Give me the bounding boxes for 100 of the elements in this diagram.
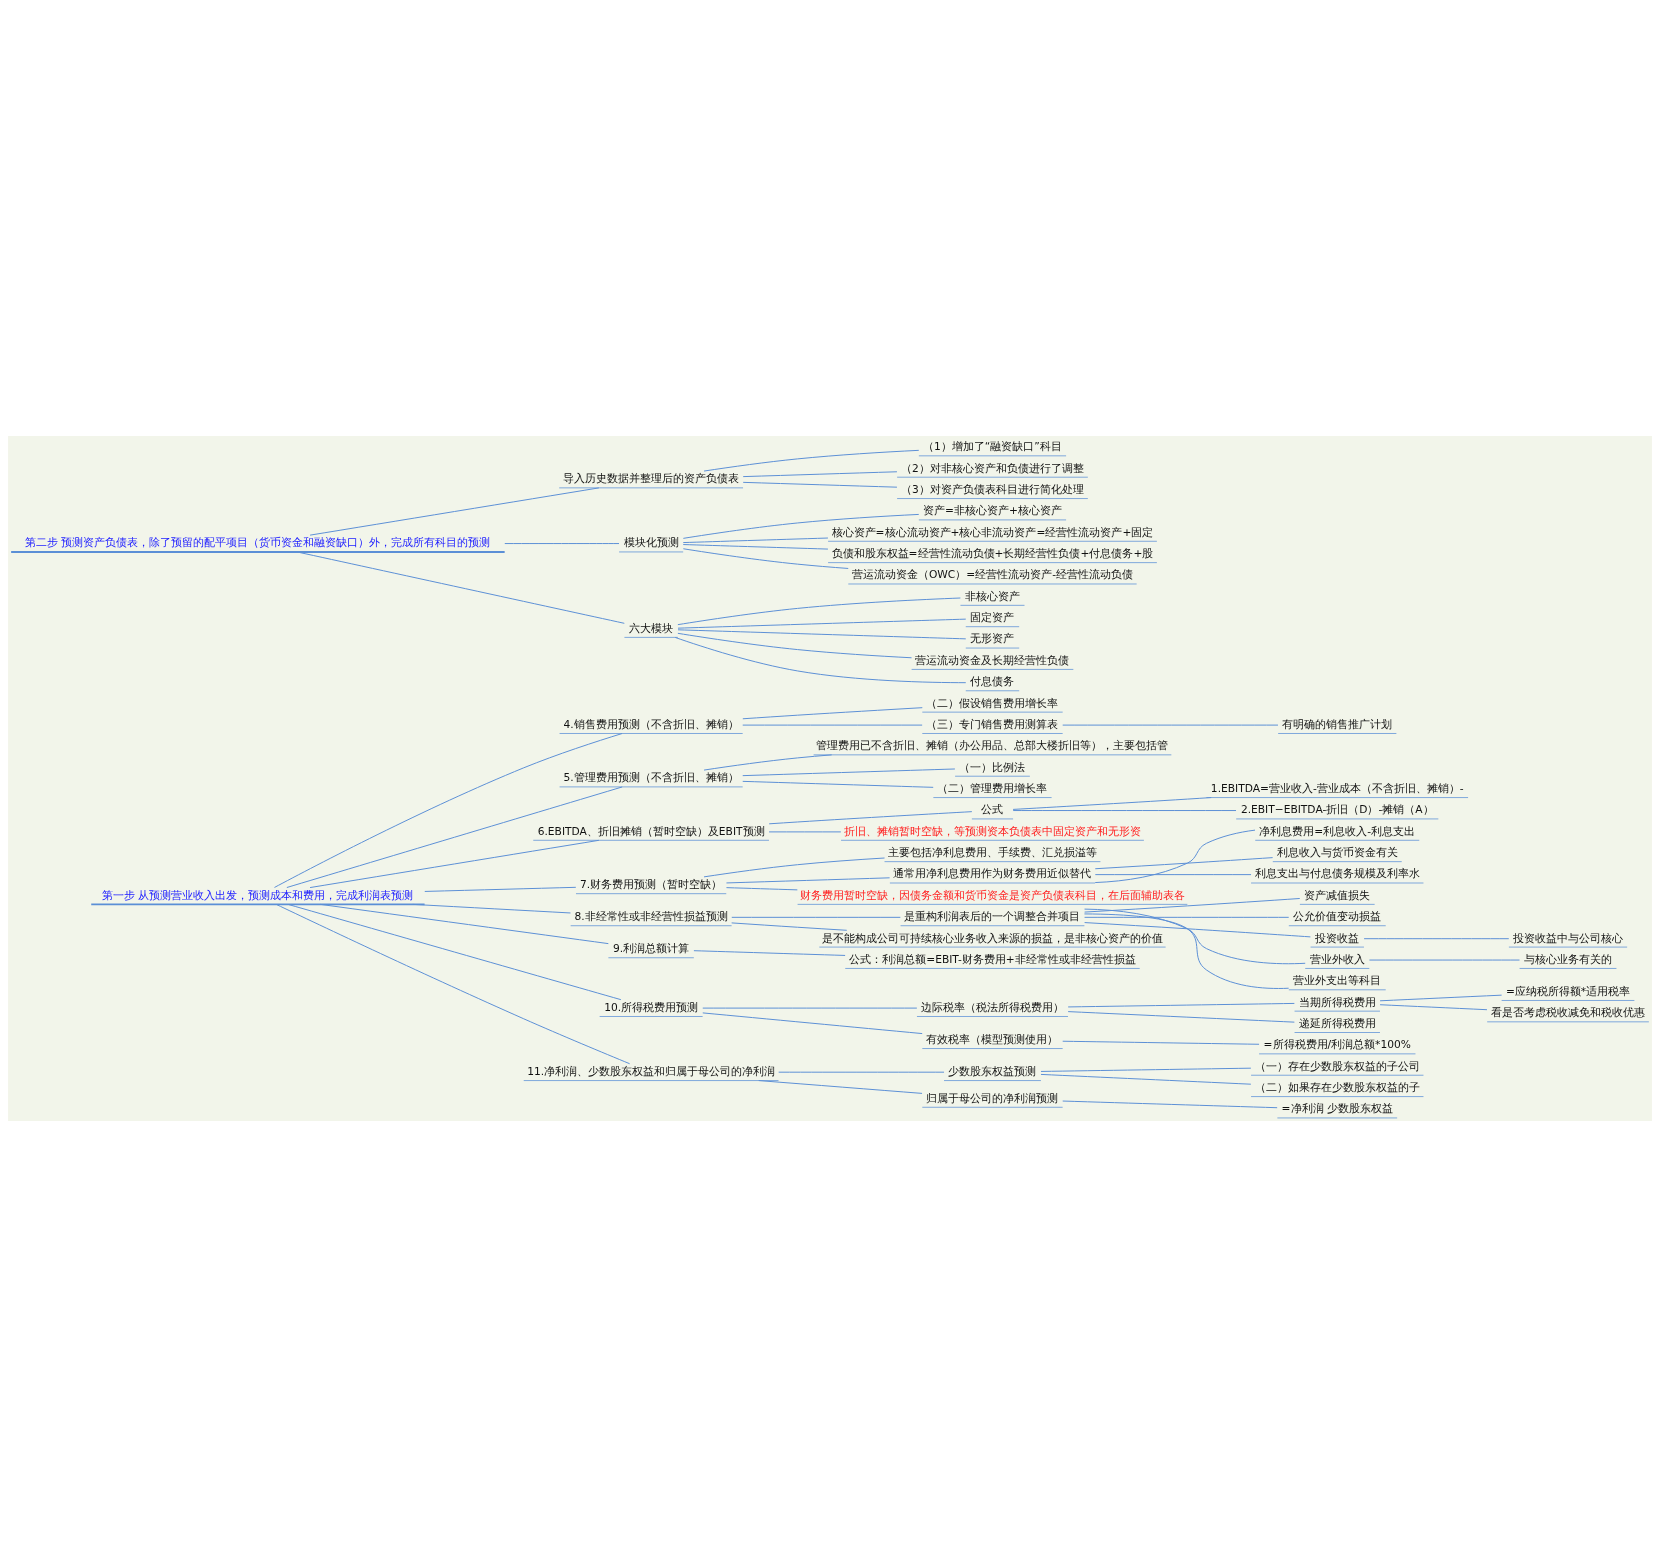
node-text: （二）假设销售费用增长率 [926,696,1059,710]
node-text: 8.非经常性或非经营性损益预测 [574,909,728,923]
connector [424,886,577,892]
connector [1040,1067,1252,1072]
connector [1094,873,1252,875]
connector [677,632,913,658]
connector [677,597,961,625]
connector [309,839,600,888]
connector [702,1007,918,1009]
connector [1084,897,1301,913]
node-text: 无形资产 [970,631,1015,645]
connector [1067,1002,1295,1007]
connector [703,753,833,771]
node-text: =净利润 少数股东权益 [1281,1101,1393,1115]
connector [1062,724,1279,726]
connector [725,886,798,890]
node-text: 折旧、摊销暂时空缺，等预测资本负债表中固定资产和无形资 [843,824,1141,838]
connector [274,732,623,888]
node-text: 导入历史数据并整理后的资产负债表 [563,471,740,485]
connector [742,470,898,477]
node-text: 是不能构成公司可持续核心业务收入来源的损益，是非核心资产的价值 [821,931,1163,945]
connector [742,780,934,788]
node-text: 2.EBIT−EBITDA-折旧（D）-摊销（A） [1240,802,1434,816]
node-text: 核心资产=核心流动资产+核心非流动资产=经营性流动资产+固定 [831,525,1154,539]
node-text: 有明确的销售推广计划 [1282,717,1393,731]
connector [1094,856,1274,869]
node-text: 公允价值变动损益 [1293,909,1382,923]
node-text: 利息支出与付息债务规模及利率水 [1254,866,1420,880]
connector [742,706,923,719]
connector [319,903,609,944]
connector [1083,912,1290,989]
node-text: 第二步 预测资产负债表，除了预留的配平项目（货币资金和融资缺口）外，完成所有科目的预测 [25,535,491,548]
node-text: 营业外收入 [1309,952,1365,966]
node-text: 当期所得税费用 [1298,995,1376,1009]
node-text: 看是否考虑税收减免和税收优惠 [1491,1005,1646,1019]
node-text: 营运流动资金（OWC）=经营性流动资产-经营性流动负债 [851,567,1134,581]
node-text: =应纳税所得额*适用税率 [1505,984,1631,998]
connector [731,921,848,931]
connector [1012,796,1212,810]
node-text: 4.销售费用预测（不含折旧、摊销） [563,717,739,731]
connector [1379,1003,1488,1010]
node-text: 营运流动资金及长期经营性负债 [915,653,1070,667]
node-text: 7.财务费用预测（暂时空缺） [580,877,723,891]
node-text: （3）对资产负债表科目进行简化处理 [901,482,1084,496]
connector [1094,829,1256,883]
node-text: 是重构利润表后的一个调整合并项目 [904,909,1081,923]
connector [703,449,920,472]
node-text: 归属于母公司的净利润预测 [926,1091,1059,1105]
node-text: （一）比例法 [959,760,1026,774]
node-text: 9.利润总额计算 [613,941,690,955]
connector [1084,916,1290,918]
node-text: 非核心资产 [964,589,1020,603]
connector [1067,1010,1295,1023]
node-text: 5.管理费用预测（不含折旧、摊销） [563,770,739,784]
connector [1368,959,1520,961]
node-text: 管理费用已不含折旧、摊销（办公用品、总部大楼折旧等），主要包括管 [816,738,1169,752]
node-text: 营业外支出等科目 [1293,973,1382,987]
connector [296,551,625,624]
connector [275,903,631,1064]
connector [504,542,620,544]
node-text: （二）如果存在少数股东权益的子 [1254,1080,1420,1094]
connector [742,768,956,776]
connector [412,903,571,913]
connector [1062,1040,1260,1045]
node-text: 利息收入与货币资金有关 [1276,845,1398,859]
connector [742,481,898,488]
connector [1084,908,1306,964]
connector [702,1011,923,1034]
node-text: 第一步 从预测营业收入出发，预测成本和费用，完成利润表预测 [102,888,414,901]
connector [677,628,967,639]
node-text: 11.净利润、少数股东权益和归属于母公司的净利润 [527,1064,776,1078]
node-text: 资产=非核心资产+核心资产 [923,503,1062,517]
connector [682,513,920,539]
node-text: =所得税费用/利润总额*100% [1263,1037,1411,1051]
connector [286,785,623,888]
node-text: 六大模块 [629,621,674,635]
node-text: 10.所得税费用预测 [604,1000,699,1014]
connector [778,1071,945,1073]
connector [768,830,842,832]
connector [682,543,829,550]
node-text: 模块化预测 [623,535,679,549]
node-text: （二）管理费用增长率 [937,781,1048,795]
node-text: 固定资产 [970,610,1015,624]
connector [677,618,967,629]
node-text: 投资收益 [1315,931,1360,945]
node-text: 6.EBITDA、折旧摊销（暂时空缺）及EBIT预测 [537,824,765,838]
node-text: 少数股东权益预测 [948,1064,1037,1078]
connector [674,636,967,683]
connector [682,537,829,543]
node-text: 负债和股东权益=经营性流动负债+长期经营性负债+付息债务+股 [831,546,1154,560]
node-text: 有效税率（模型预测使用） [926,1032,1059,1046]
node-text: （一）存在少数股东权益的子公司 [1254,1059,1420,1073]
connector [693,949,846,956]
connector [682,547,849,569]
connector [725,876,891,883]
node-text: 财务费用暂时空缺，因债务金额和货币资金是资产负债表科目，在后面辅助表各 [799,888,1185,902]
connector [742,724,923,726]
connector [731,916,901,918]
node-text: 边际税率（税法所得税费用） [920,1000,1064,1014]
node-text: 投资收益中与公司核心 [1513,931,1624,945]
